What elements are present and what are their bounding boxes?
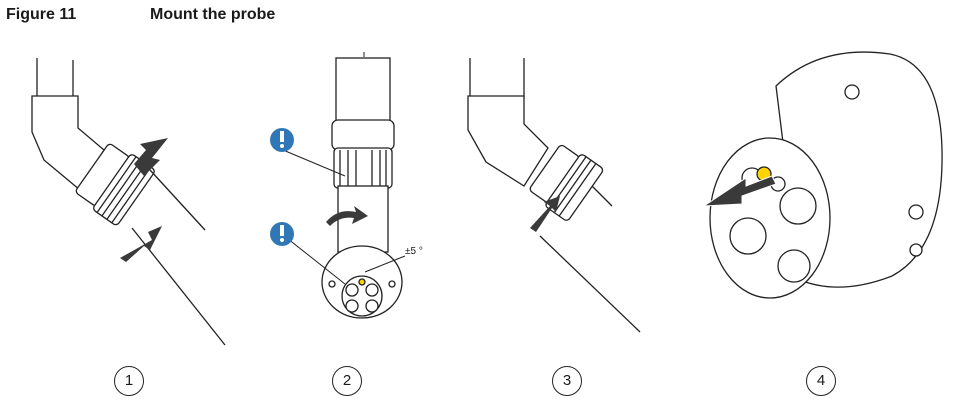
panel-2-illustration [270, 52, 406, 319]
panel-4-illustration [702, 51, 943, 299]
key-marker [358, 278, 366, 286]
figure-title: Mount the probe [150, 6, 276, 23]
panel-3-illustration [467, 58, 641, 333]
step-number-2: 2 [332, 366, 362, 396]
push-arrow-icon [120, 226, 162, 262]
warning-icon [270, 128, 294, 152]
step-number-4: 4 [806, 366, 836, 396]
step-number-3: 3 [552, 366, 582, 396]
push-arrow-icon [530, 196, 560, 232]
rotate-arrow-icon [326, 206, 368, 226]
pull-arrow-icon [702, 175, 777, 207]
step-number-1: 1 [114, 366, 144, 396]
panel-1-illustration [31, 58, 226, 346]
figure-number: Figure 11 [6, 6, 77, 23]
angle-tolerance-label: ±5 ° [405, 246, 423, 257]
warning-icon [270, 222, 294, 246]
push-arrow-icon [134, 138, 168, 176]
